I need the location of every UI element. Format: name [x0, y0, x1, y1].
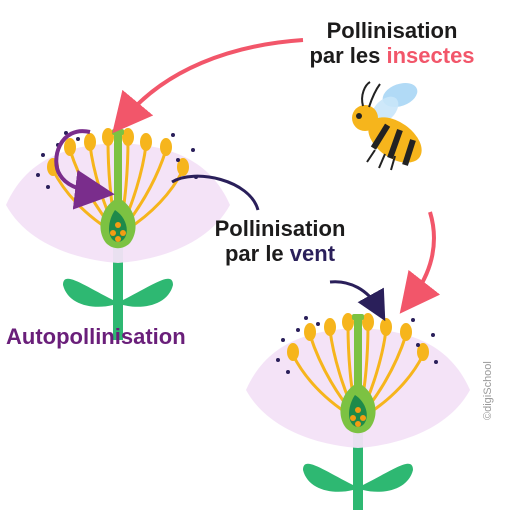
- insect-arrow-top: [112, 38, 304, 134]
- flower-right: [244, 311, 472, 510]
- insect-arrow-bottom: [399, 211, 441, 314]
- watermark: ©digiSchool: [482, 361, 494, 420]
- insect-pollination-label: Pollinisation par les insectes: [292, 18, 492, 69]
- wind-label-line1: Pollinisation: [214, 216, 346, 241]
- auto-arrow: [54, 129, 115, 210]
- insect-label-line2: par les insectes: [292, 43, 492, 68]
- insect-label-line1: Pollinisation: [326, 18, 458, 43]
- wind-pollination-label: Pollinisation par le vent: [190, 216, 370, 267]
- wind-label-prefix: par le: [224, 241, 290, 267]
- wind-arrow-bottom: [329, 280, 386, 322]
- wind-highlight: vent: [289, 241, 336, 267]
- wind-arrow-top: [171, 174, 260, 211]
- insect-highlight: insectes: [386, 43, 475, 69]
- wind-label-line2: par le vent: [190, 241, 370, 266]
- insect-label-prefix: par les: [309, 43, 387, 69]
- self-pollination-label: Autopollinisation: [6, 324, 186, 349]
- bee-icon: [352, 81, 422, 171]
